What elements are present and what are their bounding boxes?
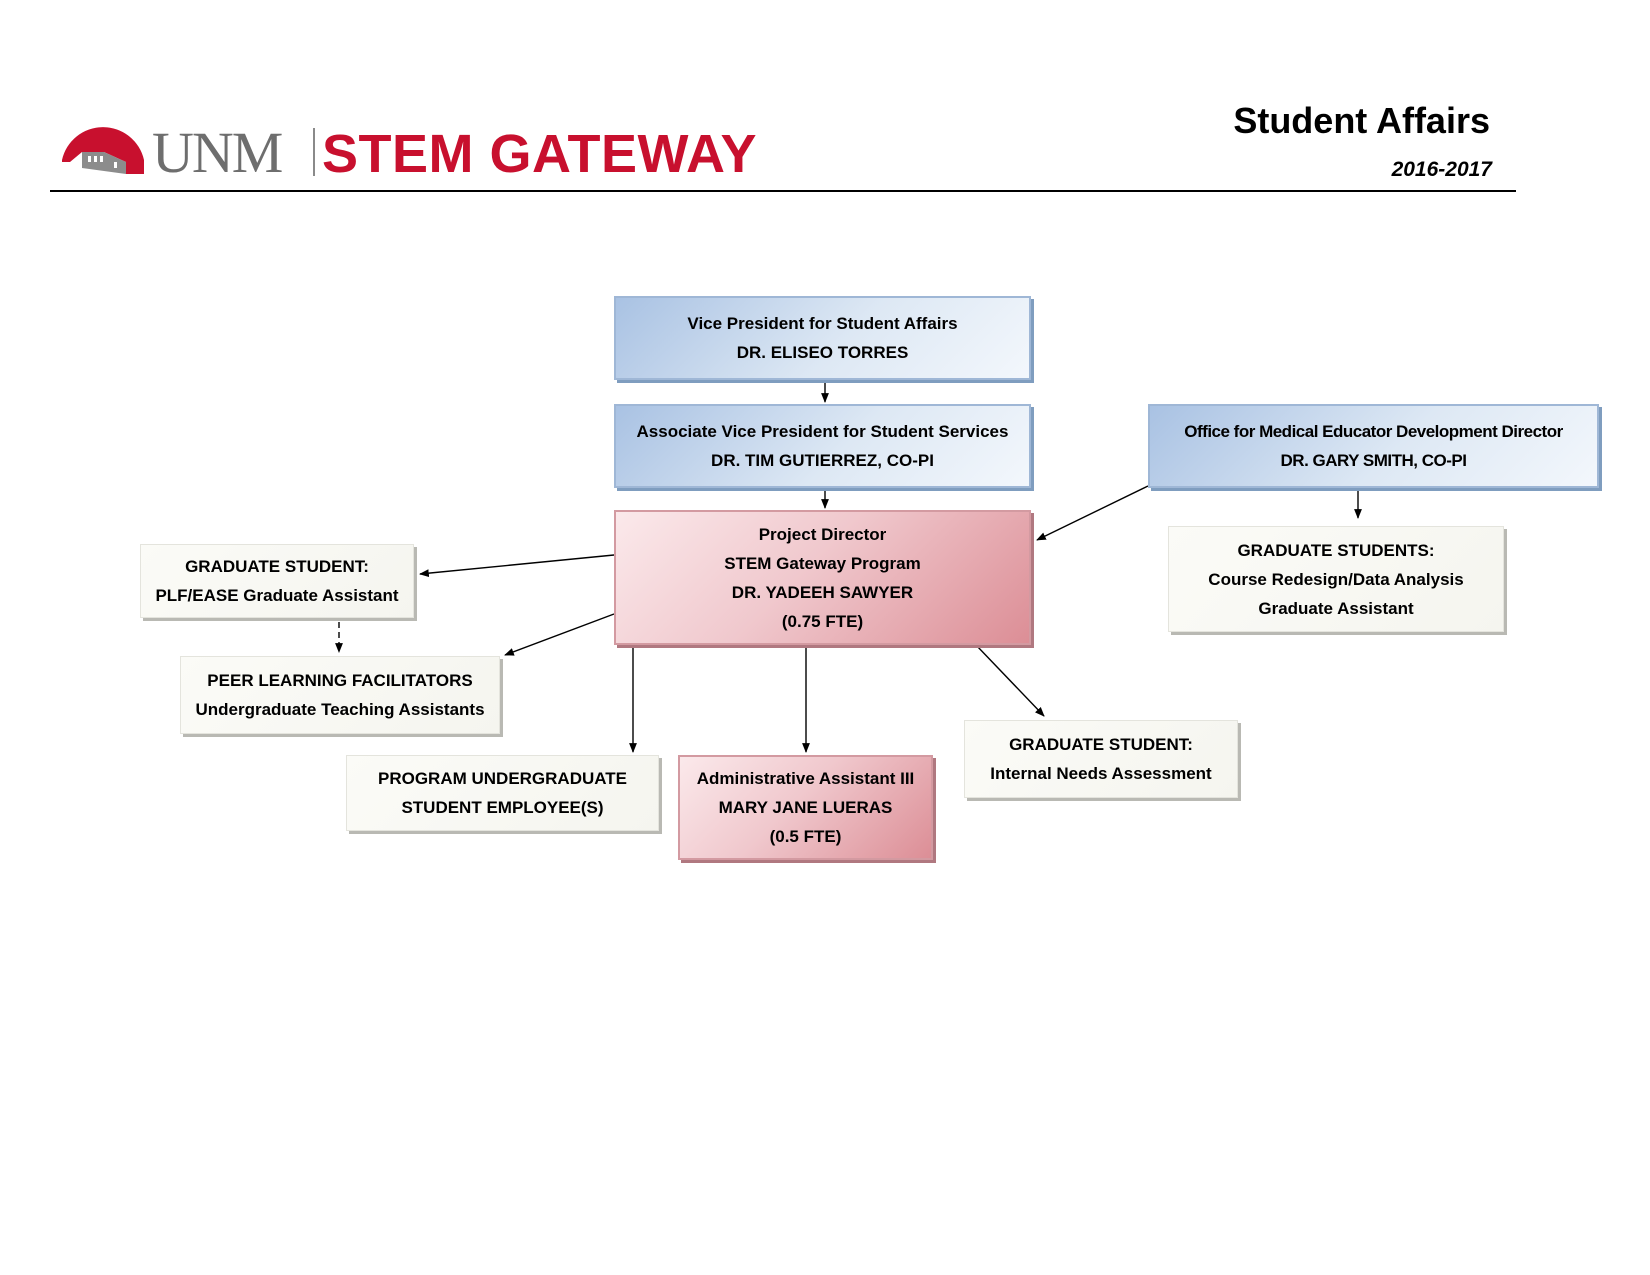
vp-name: DR. ELISEO TORRES — [736, 343, 909, 362]
omed-title: Office for Medical Educator Development … — [1184, 422, 1563, 441]
peer-role: Undergraduate Teaching Assistants — [195, 700, 485, 719]
logo-divider — [313, 128, 315, 176]
page-year: 2016-2017 — [1391, 158, 1492, 181]
unm-building-logo-icon — [62, 127, 144, 174]
grad-course-redesign-box: GRADUATE STUDENTS: Course Redesign/Data … — [1168, 526, 1504, 632]
avp-student-services-box: Associate Vice President for Student Ser… — [614, 404, 1031, 488]
grad-needs-role: Internal Needs Assessment — [990, 764, 1212, 783]
undergrad-line1: PROGRAM UNDERGRADUATE — [377, 769, 627, 788]
grad-needs-title: GRADUATE STUDENT: — [1009, 735, 1193, 754]
undergrad-employees-box: PROGRAM UNDERGRADUATE STUDENT EMPLOYEE(S… — [346, 755, 659, 831]
header-rule — [50, 190, 1516, 192]
director-title: Project Director — [758, 524, 887, 544]
omed-name: DR. GARY SMITH, CO-PI — [1280, 451, 1467, 470]
vp-student-affairs-box: Vice President for Student Affairs DR. E… — [614, 296, 1031, 380]
grad-needs-assessment-box: GRADUATE STUDENT: Internal Needs Assessm… — [964, 720, 1238, 798]
connector-omed-to-director — [1036, 485, 1149, 541]
grad-redesign-position: Graduate Assistant — [1258, 598, 1414, 618]
unm-stem-gateway-logo: UNM STEM GATEWAY — [60, 118, 780, 188]
peer-title: PEER LEARNING FACILITATORS — [207, 671, 473, 690]
vp-title: Vice President for Student Affairs — [687, 314, 958, 333]
undergrad-line2: STUDENT EMPLOYEE(S) — [401, 798, 604, 817]
grad-redesign-role: Course Redesign/Data Analysis — [1208, 569, 1464, 589]
admin-name: MARY JANE LUERAS — [718, 798, 893, 817]
page-title: Student Affairs — [1233, 100, 1490, 141]
grad-redesign-title: GRADUATE STUDENTS: — [1237, 540, 1435, 560]
avp-name: DR. TIM GUTIERREZ, CO-PI — [711, 451, 934, 470]
connector-director-to-peer — [504, 613, 615, 656]
connector-director-to-grad-needs — [975, 644, 1045, 717]
connector-director-to-grad-plf — [419, 554, 615, 578]
admin-fte: (0.5 FTE) — [769, 827, 842, 846]
director-name: DR. YADEEH SAWYER — [731, 582, 914, 602]
admin-assistant-box: Administrative Assistant III MARY JANE L… — [678, 755, 933, 860]
peer-learning-facilitators-box: PEER LEARNING FACILITATORS Undergraduate… — [180, 656, 500, 734]
omed-director-box: Office for Medical Educator Development … — [1148, 404, 1599, 488]
grad-plf-assistant-box: GRADUATE STUDENT: PLF/EASE Graduate Assi… — [140, 544, 414, 618]
logo-stem-gateway-text: STEM GATEWAY — [322, 124, 758, 184]
grad-plf-role: PLF/EASE Graduate Assistant — [155, 586, 399, 605]
director-fte: (0.75 FTE) — [781, 611, 864, 631]
avp-title: Associate Vice President for Student Ser… — [636, 422, 1009, 441]
project-director-box: Project Director STEM Gateway Program DR… — [614, 510, 1031, 645]
logo-unm-text: UNM — [152, 120, 283, 185]
director-program: STEM Gateway Program — [724, 553, 921, 573]
admin-title: Administrative Assistant III — [696, 769, 915, 788]
grad-plf-title: GRADUATE STUDENT: — [185, 557, 369, 576]
